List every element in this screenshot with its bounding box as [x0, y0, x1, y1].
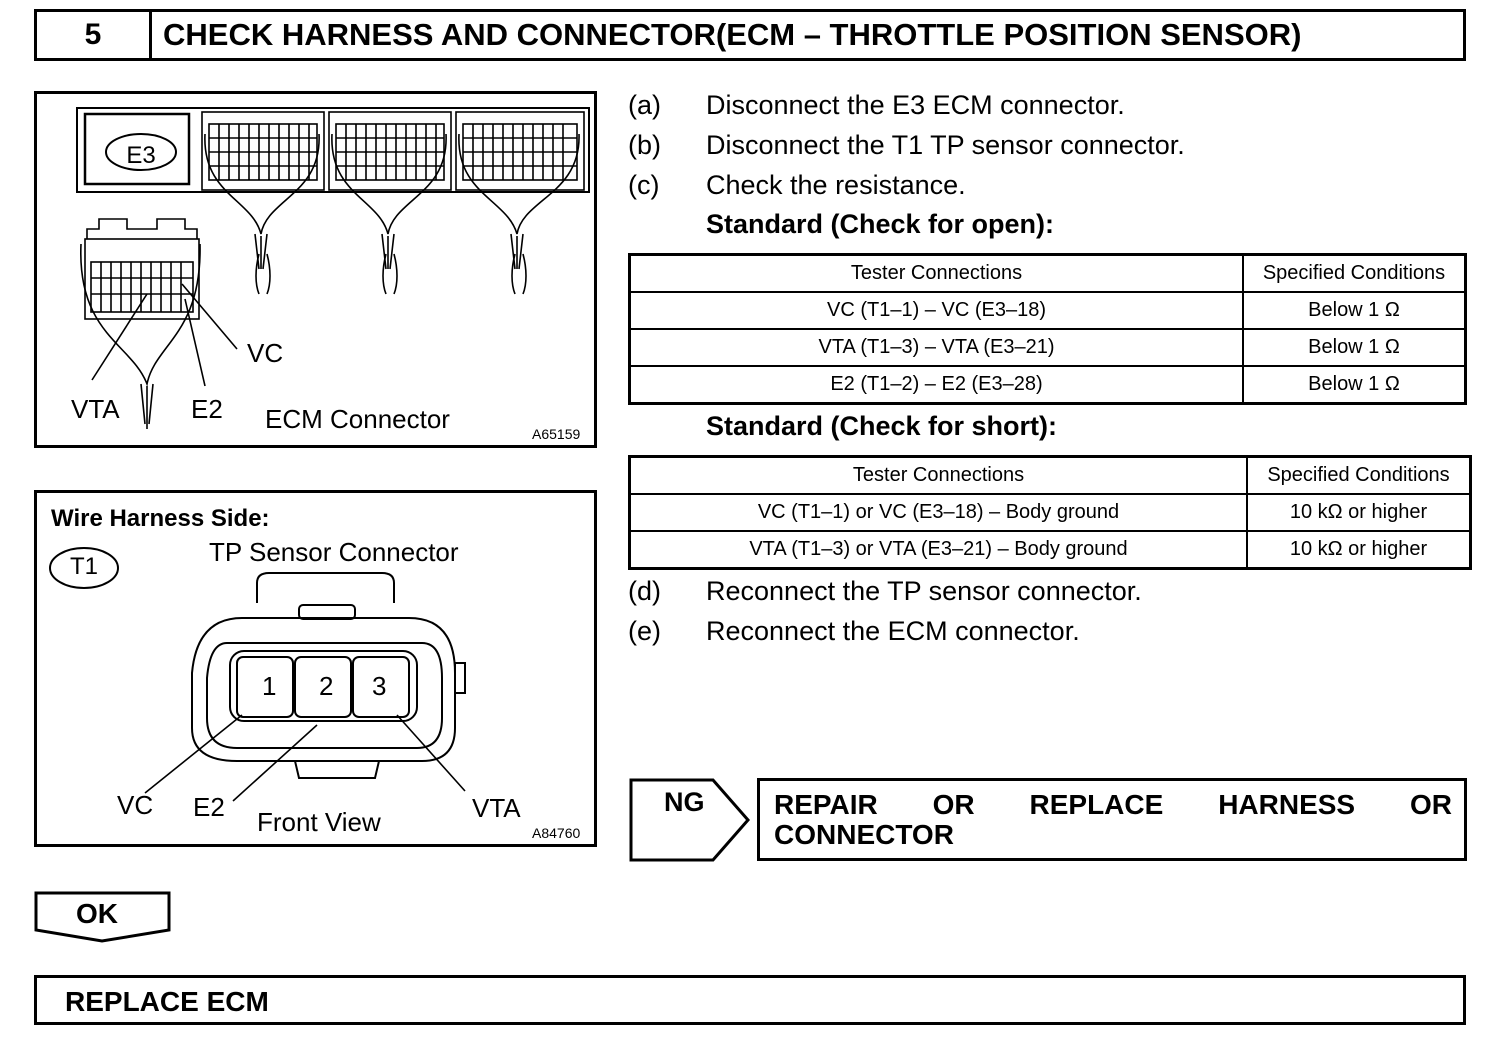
pin-2-label: 2 [319, 671, 334, 701]
figure-code: A84760 [532, 825, 581, 841]
open-check-table: Tester Connections Specified Conditions … [628, 253, 1467, 405]
ecm-connector-id: E3 [126, 142, 156, 169]
pin-1-cavity [236, 656, 294, 718]
vc-leader-line [144, 714, 243, 794]
ng-action-line1: REPAIR OR REPLACE HARNESS OR [774, 789, 1452, 820]
tp-sensor-connector-title: TP Sensor Connector [209, 537, 459, 567]
table-cell: VC (T1–1) or VC (E3–18) – Body ground [628, 493, 1248, 532]
e2-leader-line [232, 724, 318, 802]
table-header-cell: Tester Connections [628, 455, 1248, 495]
table-cell: E2 (T1–2) – E2 (E3–28) [628, 365, 1244, 405]
step-title: CHECK HARNESS AND CONNECTOR(ECM – THROTT… [163, 17, 1302, 52]
ok-arrow-icon [34, 891, 171, 943]
tp-connector-id: T1 [69, 553, 98, 580]
ng-action-line2: CONNECTOR [774, 819, 954, 850]
tp-sensor-connector-drawing [49, 547, 466, 802]
ok-label: OK [76, 898, 118, 929]
ecm-connector-block-1 [201, 111, 325, 295]
e3-id-oval [105, 133, 177, 171]
table-cell: VTA (T1–3) or VTA (E3–21) – Body ground [628, 530, 1248, 570]
table-cell: 10 kΩ or higher [1246, 493, 1472, 532]
harness-connector [80, 218, 201, 429]
e2-label: E2 [193, 792, 225, 822]
pin-3-label: 3 [372, 671, 387, 701]
e2-label: E2 [191, 394, 223, 424]
ecm-housing [76, 107, 590, 193]
step-b: (b)Disconnect the T1 TP sensor connector… [628, 130, 1185, 160]
vta-leader-line [91, 293, 148, 381]
step-a: (a)Disconnect the E3 ECM connector. [628, 90, 1125, 120]
table-header-row: Tester Connections Specified Conditions [628, 455, 1472, 495]
table-row: E2 (T1–2) – E2 (E3–28) Below 1 Ω [628, 365, 1467, 405]
open-check-heading: Standard (Check for open): [706, 209, 1055, 239]
vta-label: VTA [71, 394, 120, 424]
ecm-connector-drawing [76, 107, 590, 429]
final-action-text: REPLACE ECM [65, 986, 269, 1017]
ecm-label-panel [83, 112, 191, 186]
pin-cavity [229, 650, 418, 722]
connector-shell [191, 617, 456, 762]
vc-label: VC [117, 790, 154, 820]
ng-arrow-icon [629, 778, 750, 862]
vta-label: VTA [472, 793, 521, 823]
pin-2-cavity [294, 656, 352, 718]
table-row: VC (T1–1) or VC (E3–18) – Body ground 10… [628, 493, 1472, 532]
figure-code: A65159 [532, 426, 581, 442]
step-number: 5 [37, 12, 152, 58]
connector-side-tab [454, 662, 466, 694]
vc-label: VC [247, 338, 284, 368]
step-e: (e)Reconnect the ECM connector. [628, 616, 1080, 646]
table-header-cell: Specified Conditions [1246, 455, 1472, 495]
table-cell: Below 1 Ω [1242, 291, 1467, 330]
table-cell: 10 kΩ or higher [1246, 530, 1472, 570]
table-cell: VTA (T1–3) – VTA (E3–21) [628, 328, 1244, 367]
table-header-cell: Tester Connections [628, 253, 1244, 293]
ng-action-box: REPAIR OR REPLACE HARNESS OR CONNECTOR [757, 778, 1467, 861]
tp-sensor-connector-figure: Wire Harness Side: T1 TP Sensor Connecto… [34, 490, 597, 847]
ecm-connector-block-2 [328, 111, 452, 295]
front-view-caption: Front View [257, 807, 381, 837]
final-action-box: REPLACE ECM [34, 975, 1466, 1025]
table-row: VTA (T1–3) or VTA (E3–21) – Body ground … [628, 530, 1472, 570]
short-check-table: Tester Connections Specified Conditions … [628, 455, 1472, 570]
t1-id-oval [49, 547, 119, 589]
step-d: (d)Reconnect the TP sensor connector. [628, 576, 1142, 606]
pin-1-label: 1 [262, 671, 277, 701]
table-cell: VC (T1–1) – VC (E3–18) [628, 291, 1244, 330]
step-c: (c)Check the resistance. [628, 170, 966, 200]
step-header: 5 CHECK HARNESS AND CONNECTOR(ECM – THRO… [34, 9, 1466, 61]
vc-leader-line [181, 283, 238, 350]
short-check-heading: Standard (Check for short): [706, 411, 1058, 441]
ecm-connector-figure: E3 VC VTA E2 ECM Connector A65159 [34, 91, 597, 448]
connector-latch [256, 572, 395, 603]
table-header-cell: Specified Conditions [1242, 253, 1467, 293]
table-cell: Below 1 Ω [1242, 365, 1467, 405]
table-row: VC (T1–1) – VC (E3–18) Below 1 Ω [628, 291, 1467, 330]
table-header-row: Tester Connections Specified Conditions [628, 253, 1467, 293]
ecm-connector-caption: ECM Connector [265, 404, 450, 434]
wire-harness-side-heading: Wire Harness Side: [51, 505, 270, 532]
table-cell: Below 1 Ω [1242, 328, 1467, 367]
e2-leader-line [184, 298, 206, 387]
pin-3-cavity [352, 656, 410, 718]
table-row: VTA (T1–3) – VTA (E3–21) Below 1 Ω [628, 328, 1467, 367]
ng-label: NG [664, 787, 705, 817]
ecm-connector-block-3 [455, 111, 585, 295]
vta-leader-line [396, 714, 466, 792]
